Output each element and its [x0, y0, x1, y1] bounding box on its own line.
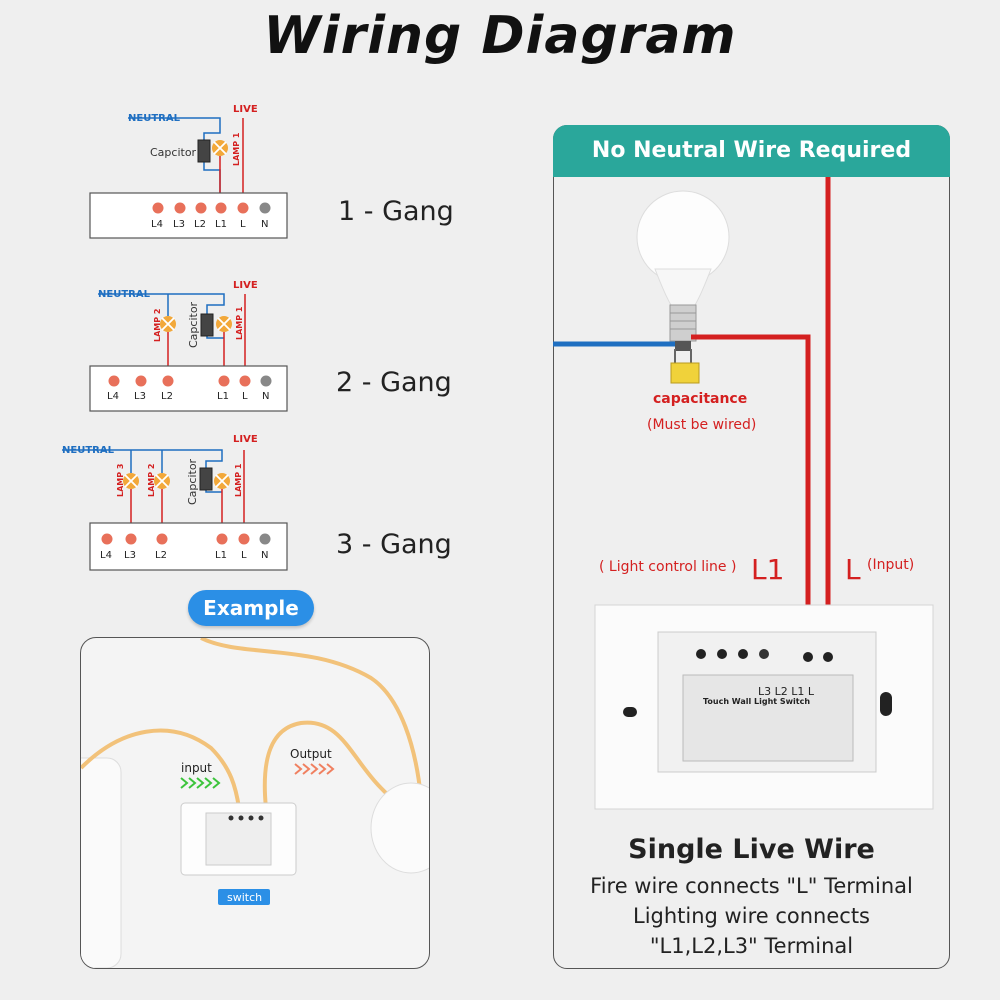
capacitor-icon [200, 313, 214, 337]
svg-text:L1: L1 [217, 391, 229, 402]
gang-2-label: 2 - Gang [336, 367, 452, 398]
live-label: LIVE [233, 280, 258, 291]
live-label: LIVE [233, 434, 258, 445]
svg-text:L1: L1 [215, 550, 227, 561]
capacitance-label: capacitance [653, 391, 747, 407]
example-badge: Example [188, 590, 314, 626]
svg-text:L2: L2 [194, 219, 206, 230]
svg-text:N: N [262, 391, 269, 402]
switch-label: switch [227, 891, 262, 904]
capacitor-icon [197, 139, 211, 163]
switch-back-icon: L3 L2 L1 L Touch Wall Light Switch [594, 604, 934, 810]
lamp2-label: LAMP 2 [147, 464, 156, 497]
svg-text:L4: L4 [107, 391, 119, 402]
gang-1-diagram: NEUTRAL LIVE Capcitor LAMP 1 L4 L3 L2 L1… [89, 104, 288, 239]
svg-text:L4: L4 [151, 219, 163, 230]
example-photo: input Output switch [80, 637, 430, 969]
input-arrows-icon [180, 777, 221, 789]
desc-line-2: Lighting wire connects [633, 904, 870, 928]
lamp1-label: LAMP 1 [234, 463, 243, 497]
switch-tag [218, 889, 270, 905]
capacitor-icon [199, 467, 213, 491]
must-be-wired-label: (Must be wired) [647, 417, 756, 433]
svg-text:L3: L3 [134, 391, 146, 402]
lamp3-label: LAMP 3 [116, 464, 125, 497]
terminal-box [89, 192, 288, 239]
capacitor-icon [670, 362, 700, 384]
live-label: LIVE [233, 104, 258, 115]
svg-text:L3: L3 [124, 550, 136, 561]
terminal-box [89, 365, 288, 412]
svg-text:N: N [261, 219, 268, 230]
svg-text:L3: L3 [173, 219, 185, 230]
terminal-row: L4 L3 L2 L1 L N [151, 202, 271, 230]
lamp1-label: LAMP 1 [232, 132, 241, 166]
svg-text:L1: L1 [215, 219, 227, 230]
output-arrows-icon [294, 763, 335, 775]
capacitor-label: Capcitor [187, 301, 200, 348]
light-bulb-icon [636, 190, 730, 351]
svg-text:L2: L2 [155, 550, 167, 561]
lamp2-label: LAMP 2 [153, 309, 162, 342]
gang-2-diagram: NEUTRAL LIVE Capcitor LAMP 2 LAMP 1 L4 L… [89, 280, 288, 412]
single-live-title: Single Live Wire [628, 834, 875, 865]
l-label: L [845, 553, 861, 586]
input-label: input [181, 761, 212, 775]
panel-header: No Neutral Wire Required [553, 125, 950, 177]
no-neutral-panel [553, 125, 950, 969]
svg-text:L: L [240, 219, 246, 230]
svg-text:L: L [241, 550, 247, 561]
capacitor-label: Capcitor [150, 146, 197, 159]
output-label: Output [290, 747, 332, 761]
single-live-diagram: capacitance (Must be wired) ( Light cont… [553, 177, 934, 810]
desc-line-3: "L1,L2,L3" Terminal [649, 934, 854, 958]
svg-text:L2: L2 [161, 391, 173, 402]
gang-1-label: 1 - Gang [338, 196, 454, 227]
example-illustration: input Output switch [81, 638, 429, 968]
gang-3-diagram: NEUTRAL LIVE Capcitor LAMP 3 LAMP 2 LAMP… [62, 434, 288, 571]
gang-3-label: 3 - Gang [336, 529, 452, 560]
lamp1-label: LAMP 1 [235, 306, 244, 340]
input-label: (Input) [867, 557, 914, 573]
svg-text:N: N [261, 550, 268, 561]
terminal-row: L4 L3 L2 L1 L N [100, 533, 271, 561]
svg-text:L: L [242, 391, 248, 402]
light-control-label: ( Light control line ) [599, 559, 736, 575]
terminal-box [89, 522, 288, 571]
svg-text:L4: L4 [100, 550, 112, 561]
switch-model-label: Touch Wall Light Switch [703, 697, 810, 706]
gang-diagrams: NEUTRAL LIVE Capcitor LAMP 1 L4 L3 L2 L1… [62, 104, 288, 571]
desc-line-1: Fire wire connects "L" Terminal [590, 874, 913, 898]
l1-label: L1 [751, 553, 784, 586]
page-title: Wiring Diagram [263, 6, 737, 66]
capacitor-label: Capcitor [186, 458, 199, 505]
terminal-row: L4 L3 L2 L1 L N [107, 375, 272, 402]
switch-terminal-labels: L3 L2 L1 L [758, 685, 815, 698]
